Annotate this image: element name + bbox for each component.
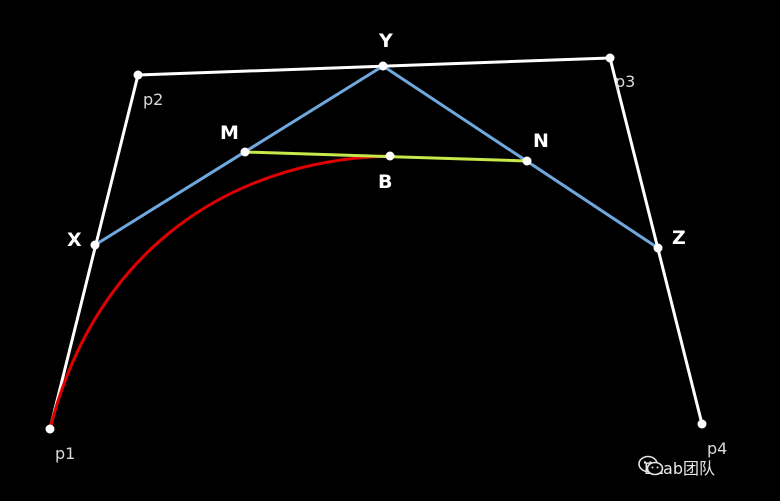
label-X: X [67,229,82,251]
point-Y [378,61,388,71]
point-B [385,151,395,161]
label-p3: p3 [615,72,635,91]
label-p1: p1 [55,444,75,463]
point-p2 [133,70,143,80]
label-Y: Y [378,30,393,52]
point-M [240,147,250,157]
point-p1 [45,424,55,434]
point-N [522,156,532,166]
label-Z: Z [672,227,686,249]
bezier-curve [48,154,391,430]
point-p3 [605,53,615,63]
point-X [90,240,100,250]
watermark-text: ELab团队 [644,459,715,478]
label-B: B [378,171,392,193]
point-Z [653,243,663,253]
label-p2: p2 [143,90,163,109]
watermark: ELab团队 [638,455,715,479]
label-M: M [220,122,239,144]
point-p4 [697,419,707,429]
control-polygon [48,56,704,430]
label-N: N [533,130,549,152]
label-p4: p4 [707,439,727,458]
